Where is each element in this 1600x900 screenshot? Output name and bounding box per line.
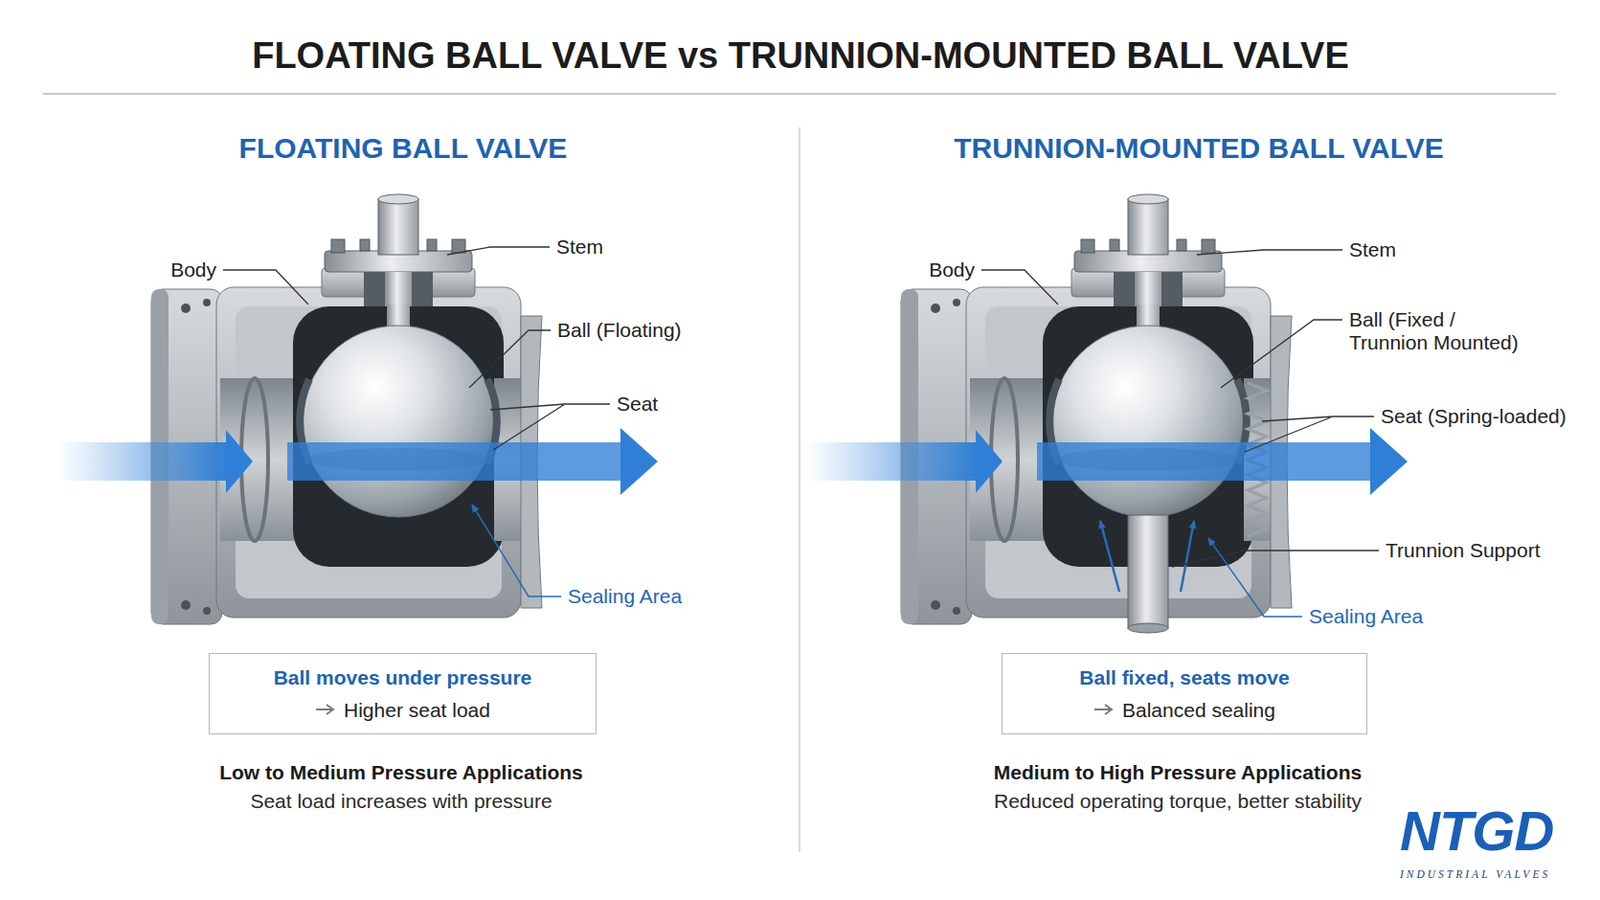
panel-heading: FLOATING BALL VALVE <box>239 132 568 166</box>
part-label: Sealing Area <box>1308 605 1423 629</box>
leader-line <box>490 404 610 451</box>
flow-arrows <box>56 428 1408 496</box>
panel-heading: TRUNNION-MOUNTED BALL VALVE <box>953 132 1444 166</box>
flow-head <box>620 428 658 496</box>
arrow-icon <box>315 702 337 717</box>
box-text: Balanced sealing <box>1122 698 1276 722</box>
leader-line <box>447 247 550 255</box>
application-note: Seat load increases with pressure <box>249 789 552 813</box>
part-label: Ball (Floating) <box>557 318 682 342</box>
leader-line <box>981 270 1059 305</box>
floating-valve <box>151 194 542 625</box>
arrow-icon <box>1093 702 1115 717</box>
application-note: Medium to High Pressure Applications <box>993 761 1362 785</box>
leader-lines <box>223 247 1379 567</box>
brand-tagline: INDUSTRIAL VALVES <box>1399 868 1551 881</box>
part-label: Stem <box>1349 238 1397 262</box>
box-heading: Ball moves under pressure <box>273 665 533 690</box>
arrow-shaft <box>315 708 333 711</box>
page-title: FLOATING BALL VALVE vs TRUNNION-MOUNTED … <box>251 35 1350 78</box>
summary-box: Ball fixed, seats moveBalanced sealing <box>1001 653 1368 735</box>
arrow-tip <box>326 704 334 715</box>
leader-line <box>223 270 309 305</box>
flow-band <box>1036 442 1373 481</box>
part-label: Stem <box>556 235 604 259</box>
part-label: Body <box>928 258 975 282</box>
part-label: Body <box>170 258 217 282</box>
sealing-leaders <box>472 504 1303 617</box>
leader-line <box>1208 538 1303 617</box>
part-label: Seat <box>616 392 658 416</box>
leader-line <box>469 330 551 388</box>
application-note: Low to Medium Pressure Applications <box>219 761 584 785</box>
box-row: Higher seat load <box>315 698 491 722</box>
flow-head <box>225 429 253 494</box>
trunnion-extras <box>1100 383 1267 633</box>
brand-logo: NTGD <box>1399 803 1554 859</box>
title-rule <box>43 92 1556 95</box>
summary-box: Ball moves under pressureHigher seat loa… <box>208 653 597 735</box>
divider <box>798 127 801 853</box>
leader-line <box>1196 249 1343 255</box>
box-text: Higher seat load <box>343 698 491 722</box>
leader-line <box>472 504 562 597</box>
part-label: Sealing Area <box>567 585 682 609</box>
leader-line <box>1220 319 1343 388</box>
flow-head <box>975 429 1003 494</box>
trunnion <box>1127 515 1169 629</box>
box-row: Balanced sealing <box>1093 698 1276 722</box>
arrow-shaft <box>1094 708 1111 711</box>
seal-force-arrow <box>1100 520 1120 592</box>
leader-line <box>1244 416 1375 452</box>
arrow-tip <box>1104 704 1112 715</box>
part-label: Ball (Fixed / Trunnion Mounted) <box>1349 308 1532 355</box>
box-heading: Ball fixed, seats move <box>1079 665 1289 690</box>
flow-band <box>806 442 978 481</box>
application-note: Reduced operating torque, better stabili… <box>993 789 1362 813</box>
leader-line <box>1171 550 1379 567</box>
flow-head <box>1370 428 1408 496</box>
part-label: Seat (Spring-loaded) <box>1380 405 1567 429</box>
trunnion-valve <box>901 194 1292 625</box>
part-label: Trunnion Support <box>1385 539 1541 563</box>
seal-force-arrow <box>1180 520 1195 592</box>
flow-band <box>287 442 623 481</box>
trunnion-end <box>1127 623 1169 633</box>
flow-band <box>56 442 228 481</box>
